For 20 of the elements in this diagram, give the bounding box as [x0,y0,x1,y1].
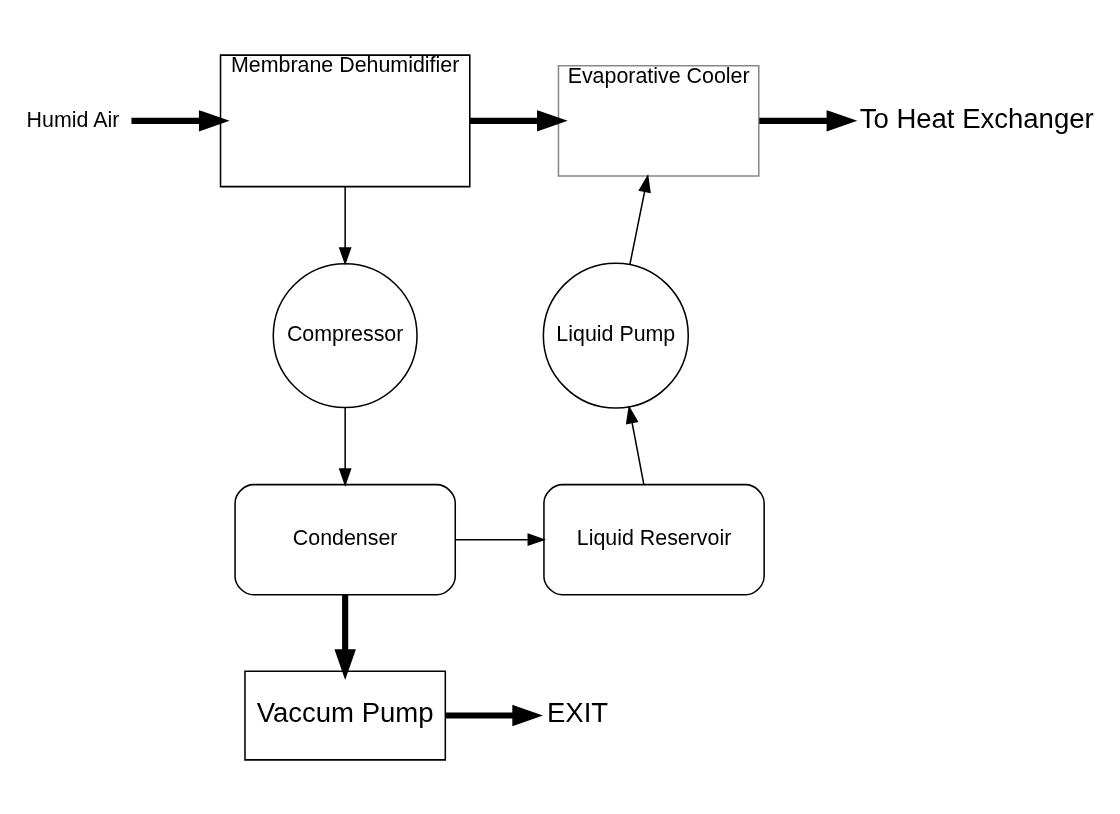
arrow [338,185,352,265]
arrow [625,404,645,485]
arrow [334,594,356,680]
arrow [445,704,543,726]
node-circle: Liquid Pump [542,261,690,409]
arrow [470,109,568,132]
node-text: To Heat Exchanger [859,102,1094,134]
node-box: Liquid Reservoir [543,483,765,595]
arrow [338,406,352,487]
arrow [454,532,546,546]
node-box: Membrane Dehumidifier [219,53,471,187]
arrow [629,173,651,265]
node-text: EXIT [547,696,609,728]
node-box: Evaporative Cooler [557,64,760,177]
node-box: Condenser [234,483,456,595]
node-box: Vaccum Pump [244,669,447,761]
arrow [131,109,230,132]
node-circle: Compressor [272,262,418,408]
arrow [759,109,858,132]
node-text: Humid Air [26,107,120,132]
